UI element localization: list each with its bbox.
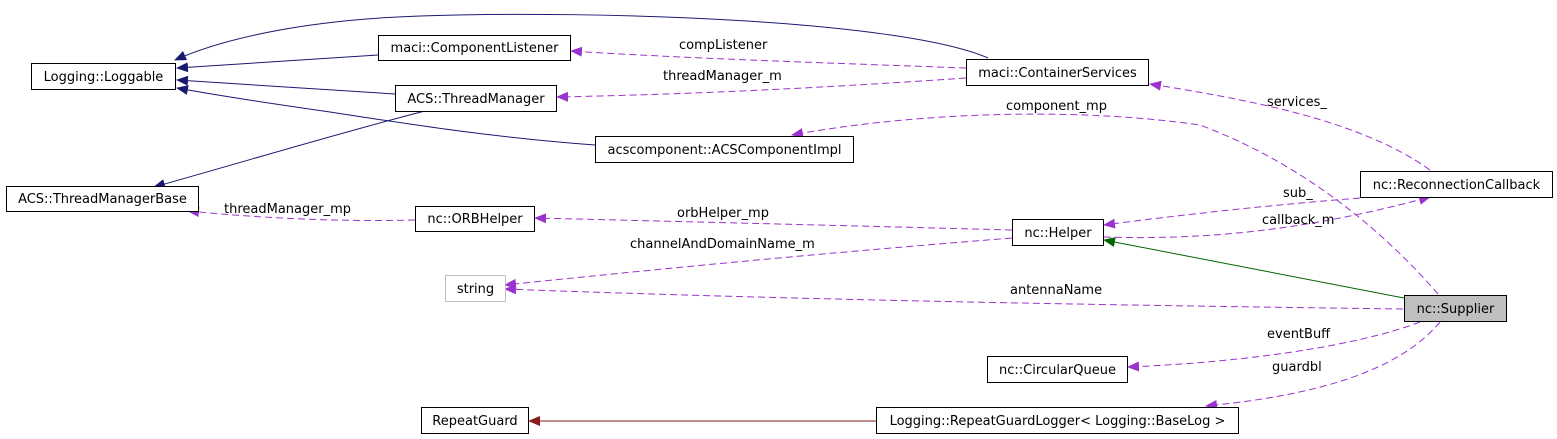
edge-label-sub: sub_ bbox=[1283, 186, 1313, 201]
node-label: Logging::RepeatGuardLogger< Logging::Bas… bbox=[890, 414, 1226, 429]
node-label: ACS::ThreadManager bbox=[407, 92, 545, 107]
node-label: Logging::Loggable bbox=[44, 70, 164, 85]
node-repeat-guard[interactable]: RepeatGuard bbox=[421, 407, 529, 434]
edge-label-comp-listener: compListener bbox=[679, 38, 768, 53]
node-label: nc::ReconnectionCallback bbox=[1373, 178, 1541, 193]
edge-label-channel-and-domain-name-m: channelAndDomainName_m bbox=[630, 237, 815, 252]
edge-helper-orb-helper-mp bbox=[534, 213, 1013, 231]
edge-reconnection-callback-services bbox=[1149, 80, 1431, 171]
node-nc-supplier[interactable]: nc::Supplier bbox=[1404, 295, 1507, 322]
node-label: acscomponent::ACSComponentImpl bbox=[607, 143, 841, 158]
node-maci-container-services[interactable]: maci::ContainerServices bbox=[966, 59, 1149, 86]
edge-container-services-thread-manager-m bbox=[556, 77, 967, 102]
node-label: nc::ORBHelper bbox=[427, 212, 523, 227]
edge-reconnection-callback-sub bbox=[1103, 197, 1361, 229]
node-label: maci::ComponentListener bbox=[391, 41, 560, 56]
node-acscomponent-acs-component-impl[interactable]: acscomponent::ACSComponentImpl bbox=[595, 136, 854, 163]
edge-supplier-guardbl bbox=[1205, 321, 1441, 410]
edge-helper-callback-m bbox=[1103, 195, 1431, 239]
node-nc-helper[interactable]: nc::Helper bbox=[1012, 219, 1104, 246]
edge-label-services: services_ bbox=[1267, 95, 1327, 110]
edge-label-antenna-name: antennaName bbox=[1010, 283, 1102, 298]
edge-container-services-to-loggable bbox=[174, 13, 989, 61]
edge-thread-manager-to-thread-manager-base bbox=[153, 110, 426, 189]
edge-label-orb-helper-mp: orbHelper_mp bbox=[677, 206, 769, 221]
edge-acs-component-impl-to-loggable bbox=[176, 85, 596, 146]
edge-thread-manager-to-loggable bbox=[176, 75, 396, 95]
edge-supplier-component-mp bbox=[791, 113, 1439, 295]
edge-label-callback-m: callback_m bbox=[1262, 213, 1334, 228]
edge-orb-helper-thread-manager-mp bbox=[187, 207, 416, 222]
edge-label-event-buff: eventBuff bbox=[1267, 327, 1331, 342]
node-acs-thread-manager-base[interactable]: ACS::ThreadManagerBase bbox=[6, 186, 199, 212]
edge-supplier-to-helper bbox=[1103, 237, 1405, 299]
edge-component-listener-to-loggable bbox=[176, 54, 379, 73]
node-label: nc::Supplier bbox=[1417, 302, 1495, 317]
node-logging-repeat-guard-logger[interactable]: Logging::RepeatGuardLogger< Logging::Bas… bbox=[876, 407, 1239, 434]
node-label: string bbox=[457, 282, 494, 297]
edge-supplier-event-buff bbox=[1127, 321, 1421, 372]
edge-supplier-antenna-name bbox=[504, 284, 1404, 310]
node-string[interactable]: string bbox=[445, 275, 506, 302]
edge-container-services-comp-listener bbox=[570, 46, 967, 69]
edge-label-component-mp: component_mp bbox=[1006, 99, 1107, 114]
node-acs-thread-manager[interactable]: ACS::ThreadManager bbox=[395, 85, 557, 112]
node-logging-loggable[interactable]: Logging::Loggable bbox=[31, 63, 176, 90]
node-maci-component-listener[interactable]: maci::ComponentListener bbox=[378, 35, 571, 61]
edge-label-thread-manager-mp: threadManager_mp bbox=[224, 202, 351, 217]
node-label: nc::CircularQueue bbox=[999, 363, 1116, 378]
edge-label-guardbl: guardbl bbox=[1272, 360, 1322, 375]
edge-helper-channel-and-domain-name-m bbox=[504, 237, 1013, 289]
edge-label-thread-manager-m: threadManager_m bbox=[663, 69, 782, 84]
node-nc-orb-helper[interactable]: nc::ORBHelper bbox=[415, 206, 535, 232]
node-label: nc::Helper bbox=[1024, 226, 1092, 241]
node-nc-circular-queue[interactable]: nc::CircularQueue bbox=[987, 356, 1128, 383]
node-label: RepeatGuard bbox=[432, 414, 517, 429]
node-label: ACS::ThreadManagerBase bbox=[18, 192, 187, 207]
node-nc-reconnection-callback[interactable]: nc::ReconnectionCallback bbox=[1360, 171, 1553, 198]
node-label: maci::ContainerServices bbox=[978, 66, 1137, 81]
